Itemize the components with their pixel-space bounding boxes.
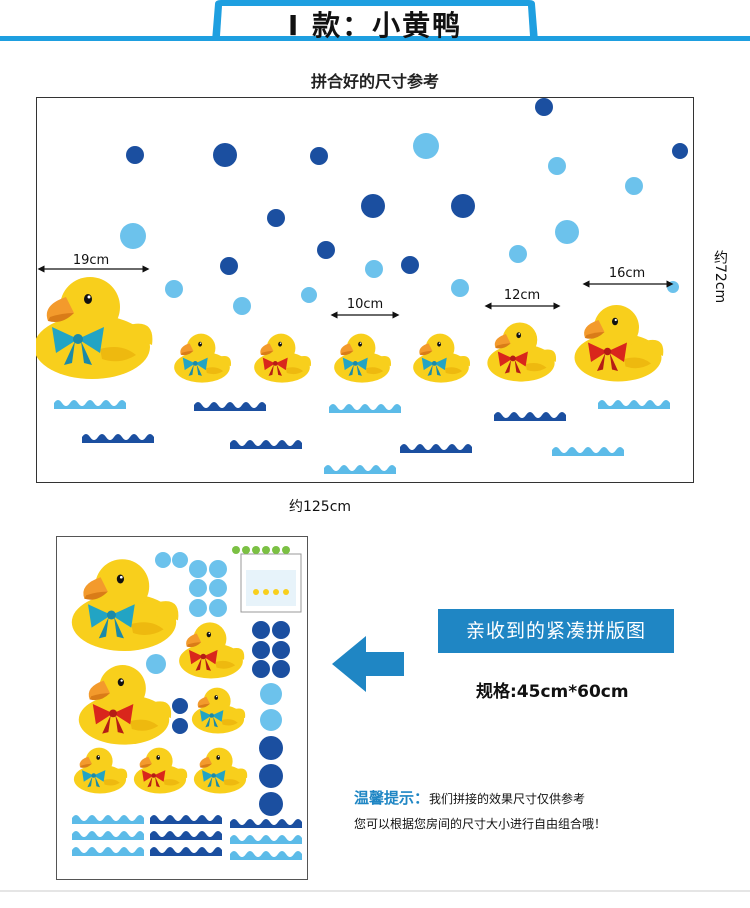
received-layout-label: 亲收到的紧凑拼版图 (438, 609, 674, 653)
footer-divider (0, 890, 750, 892)
width-label: 约125cm (288, 499, 352, 515)
dimension-label: 12cm (504, 288, 540, 303)
duck-large-red-bow (574, 305, 664, 382)
duck-small-teal-bow (174, 333, 232, 383)
duck-small-teal-bow (334, 333, 392, 383)
wave-group (54, 400, 670, 474)
sticker-sheet (71, 546, 302, 860)
sheet-duck-teal-bow (73, 747, 128, 794)
sheet-bubbles-dark (172, 621, 290, 816)
sheet-duck-teal-bow (193, 747, 248, 794)
sheet-duck-red-bow (179, 622, 245, 679)
duck-large-teal-bow (36, 277, 153, 379)
sheet-duck-teal-bow (71, 559, 179, 651)
spec-label: 规格:45cm*60cm (476, 682, 629, 702)
dimension-label: 19cm (73, 253, 109, 268)
assembled-caption: 拼合好的尺寸参考 (310, 72, 439, 91)
left-arrow-icon (332, 636, 404, 692)
tip-title: 温馨提示： (354, 789, 430, 807)
assembled-preview: 19cm 10cm 12cm 16cm (36, 98, 688, 474)
sheet-bubbles-light (146, 552, 282, 731)
product-package-thumbnail (232, 546, 302, 613)
sheet-waves (72, 815, 302, 860)
sheet-duck-red-bow (78, 665, 172, 745)
duck-small-red-bow (254, 333, 312, 383)
height-label: 约72cm (712, 250, 728, 304)
page-title: I 款：小黄鸭 (287, 9, 463, 42)
tip-line-1: 温馨提示：我们拼接的效果尺寸仅供参考 (354, 787, 585, 808)
dimension-label: 16cm (609, 266, 645, 281)
sheet-duck-teal-bow (191, 687, 246, 734)
header-banner (0, 0, 750, 41)
bubble-group (120, 98, 688, 315)
dimension-lines (37, 265, 674, 319)
duck-small-teal-bow (413, 333, 471, 383)
duck-medium-red-bow (487, 322, 557, 382)
tip-line-2: 您可以根据您房间的尺寸大小进行自由组合哦！ (354, 817, 607, 831)
tip-text: 我们拼接的效果尺寸仅供参考 (429, 792, 586, 806)
dimension-label: 10cm (347, 297, 383, 312)
assembled-preview-frame (36, 97, 694, 483)
sheet-duck-red-bow (133, 747, 188, 794)
